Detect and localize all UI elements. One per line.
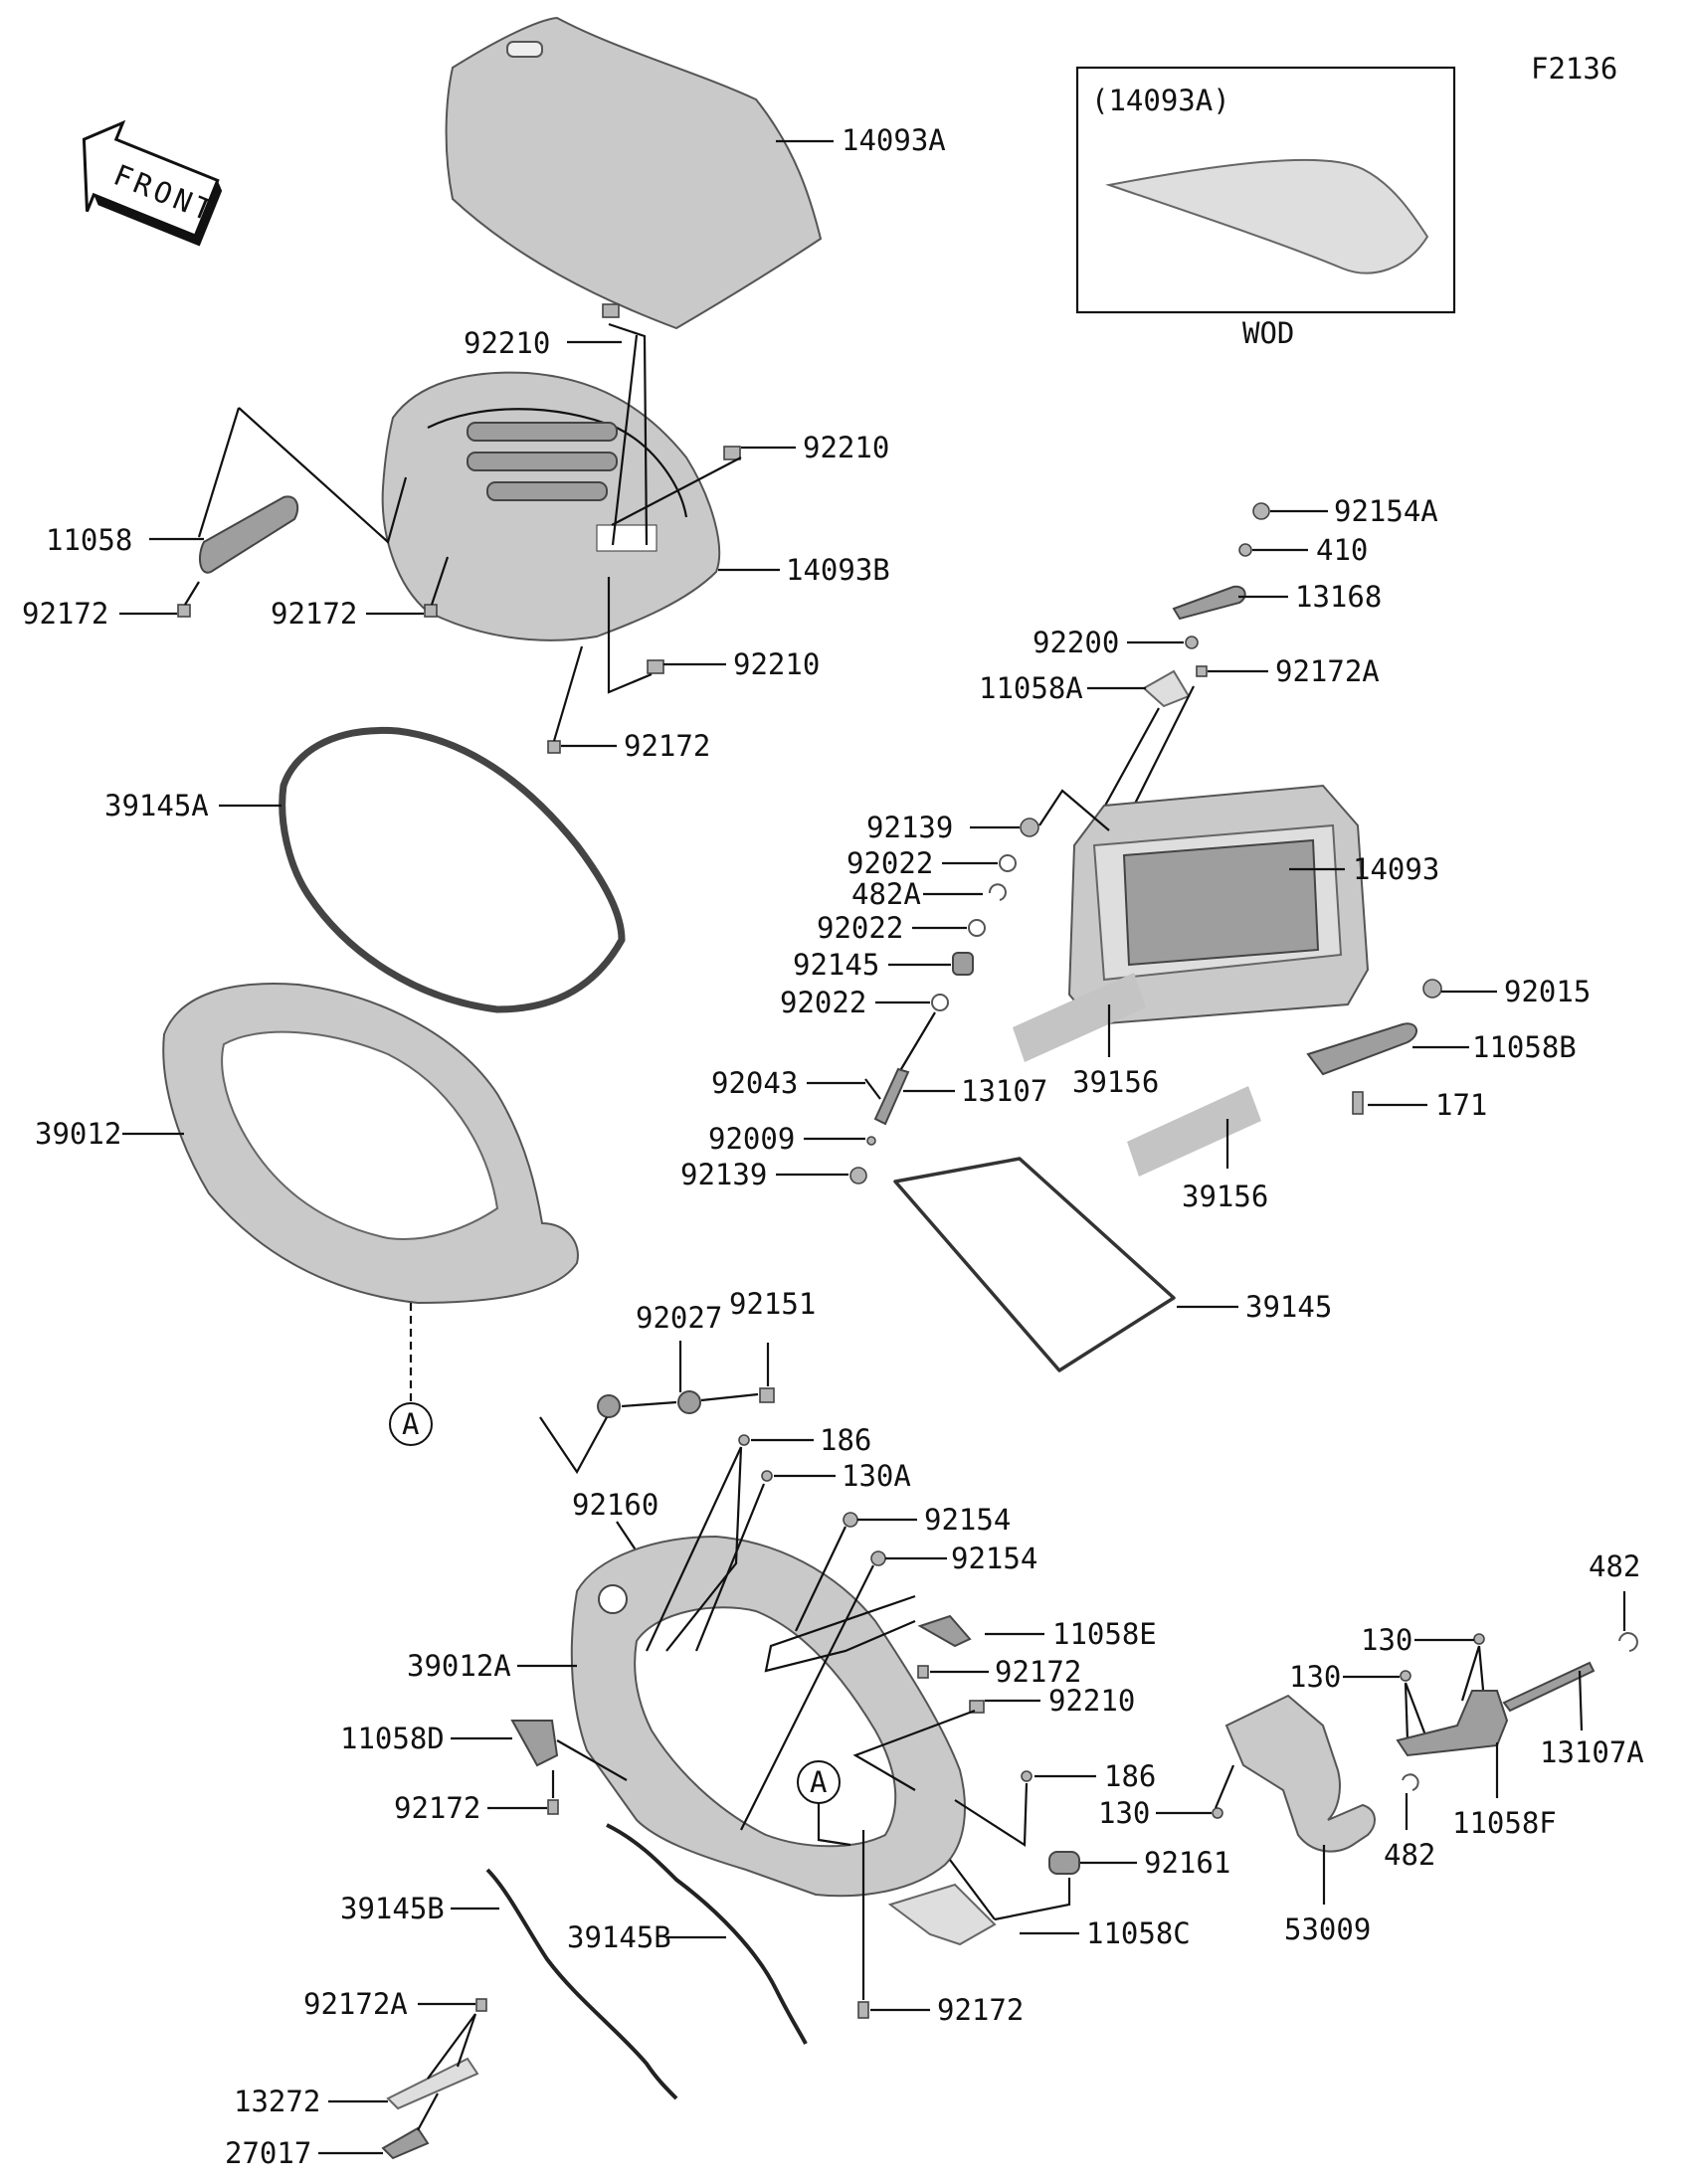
label-130-c: 130 <box>1289 1660 1341 1694</box>
label-186-a: 186 <box>820 1423 871 1457</box>
label-13107: 13107 <box>961 1074 1047 1108</box>
label-92210-c: 92210 <box>733 647 820 681</box>
label-11058B: 11058B <box>1472 1030 1577 1064</box>
diagram-id: F2136 <box>1531 52 1617 86</box>
label-92027: 92027 <box>636 1301 722 1335</box>
label-39145B-a: 39145B <box>340 1892 445 1925</box>
label-39012: 39012 <box>35 1117 121 1151</box>
label-92172-c: 92172 <box>624 729 710 763</box>
label-11058D: 11058D <box>340 1722 445 1755</box>
label-482-a: 482 <box>1589 1549 1640 1583</box>
bracket-53009 <box>1224 1694 1376 1853</box>
label-11058F: 11058F <box>1452 1806 1557 1840</box>
label-92172-e: 92172 <box>394 1791 480 1825</box>
label-130-b: 130 <box>1361 1623 1412 1657</box>
label-482-b: 482 <box>1384 1838 1435 1872</box>
label-92172A-a: 92172A <box>1275 654 1380 688</box>
label-92022-a: 92022 <box>846 846 933 880</box>
label-53009: 53009 <box>1284 1912 1371 1946</box>
label-92139-a: 92139 <box>866 811 953 844</box>
label-130-a: 130 <box>1098 1796 1150 1830</box>
label-92200: 92200 <box>1033 626 1119 659</box>
inset-caption: WOD <box>1242 316 1294 350</box>
label-92154-a: 92154 <box>924 1503 1011 1537</box>
label-92160: 92160 <box>572 1488 658 1522</box>
label-92172-a: 92172 <box>22 597 108 631</box>
label-11058C: 11058C <box>1086 1916 1191 1950</box>
tape-39156-a <box>1013 973 1146 1062</box>
label-92210-b: 92210 <box>803 431 889 464</box>
bracket-11058F <box>1396 1690 1509 1757</box>
lid-14093B <box>381 371 721 641</box>
label-14093B: 14093B <box>786 553 890 587</box>
label-39145B-b: 39145B <box>567 1920 671 1954</box>
label-92022-c: 92022 <box>780 986 866 1019</box>
label-27017: 27017 <box>225 2136 311 2170</box>
label-14093: 14093 <box>1353 852 1439 886</box>
label-171: 171 <box>1435 1088 1487 1122</box>
label-39156-b: 39156 <box>1182 1180 1268 1213</box>
ref-marker-a-2-label: A <box>810 1765 827 1799</box>
label-39156-a: 39156 <box>1072 1065 1159 1099</box>
mesh-11058 <box>198 495 299 574</box>
label-186-b: 186 <box>1104 1759 1156 1793</box>
frame-39012 <box>162 983 579 1305</box>
label-11058: 11058 <box>46 523 132 557</box>
label-11058A: 11058A <box>979 671 1083 705</box>
seal-39145A <box>279 726 626 1013</box>
label-92154-b: 92154 <box>951 1542 1037 1575</box>
label-39145: 39145 <box>1245 1290 1332 1324</box>
label-14093A: 14093A <box>842 123 946 157</box>
front-arrow-icon: FRONT <box>82 119 223 247</box>
base-39012A <box>570 1535 966 1898</box>
label-92172-b: 92172 <box>271 597 357 631</box>
ref-marker-a-1 <box>389 1402 433 1446</box>
label-39012A: 39012A <box>407 1649 511 1683</box>
label-13272: 13272 <box>234 2085 320 2118</box>
ref-marker-a-1-label: A <box>402 1407 419 1441</box>
label-92015: 92015 <box>1504 975 1591 1008</box>
label-13107A: 13107A <box>1540 1735 1644 1769</box>
label-92172-f: 92172 <box>937 1993 1024 2027</box>
wire-39145B-b <box>606 1823 808 2045</box>
label-92154A: 92154A <box>1334 494 1438 528</box>
label-11058E: 11058E <box>1052 1617 1157 1651</box>
inset-panel: (14093A) WOD <box>1075 66 1456 350</box>
box-14093 <box>1067 784 1370 1026</box>
tape-39156-b <box>1127 1086 1261 1177</box>
label-92145: 92145 <box>793 948 879 982</box>
label-92161: 92161 <box>1144 1846 1230 1880</box>
label-130A: 130A <box>842 1459 911 1493</box>
wire-39145B-a <box>485 1868 678 2100</box>
label-410: 410 <box>1316 533 1368 567</box>
label-92172-d: 92172 <box>995 1655 1081 1689</box>
label-92172A-b: 92172A <box>303 1987 408 2021</box>
label-92022-b: 92022 <box>817 911 903 945</box>
inset-title: (14093A) <box>1091 84 1230 117</box>
label-92009: 92009 <box>708 1122 795 1156</box>
label-92210-a: 92210 <box>464 326 550 360</box>
seal-39145 <box>893 1157 1176 1372</box>
label-92139-b: 92139 <box>680 1158 767 1191</box>
label-39145A: 39145A <box>104 789 209 822</box>
label-482A: 482A <box>851 877 921 911</box>
label-92043: 92043 <box>711 1066 798 1100</box>
cover-14093A <box>445 16 823 330</box>
label-92151: 92151 <box>729 1287 816 1321</box>
label-92210-d: 92210 <box>1048 1684 1135 1718</box>
label-13168: 13168 <box>1295 580 1382 614</box>
